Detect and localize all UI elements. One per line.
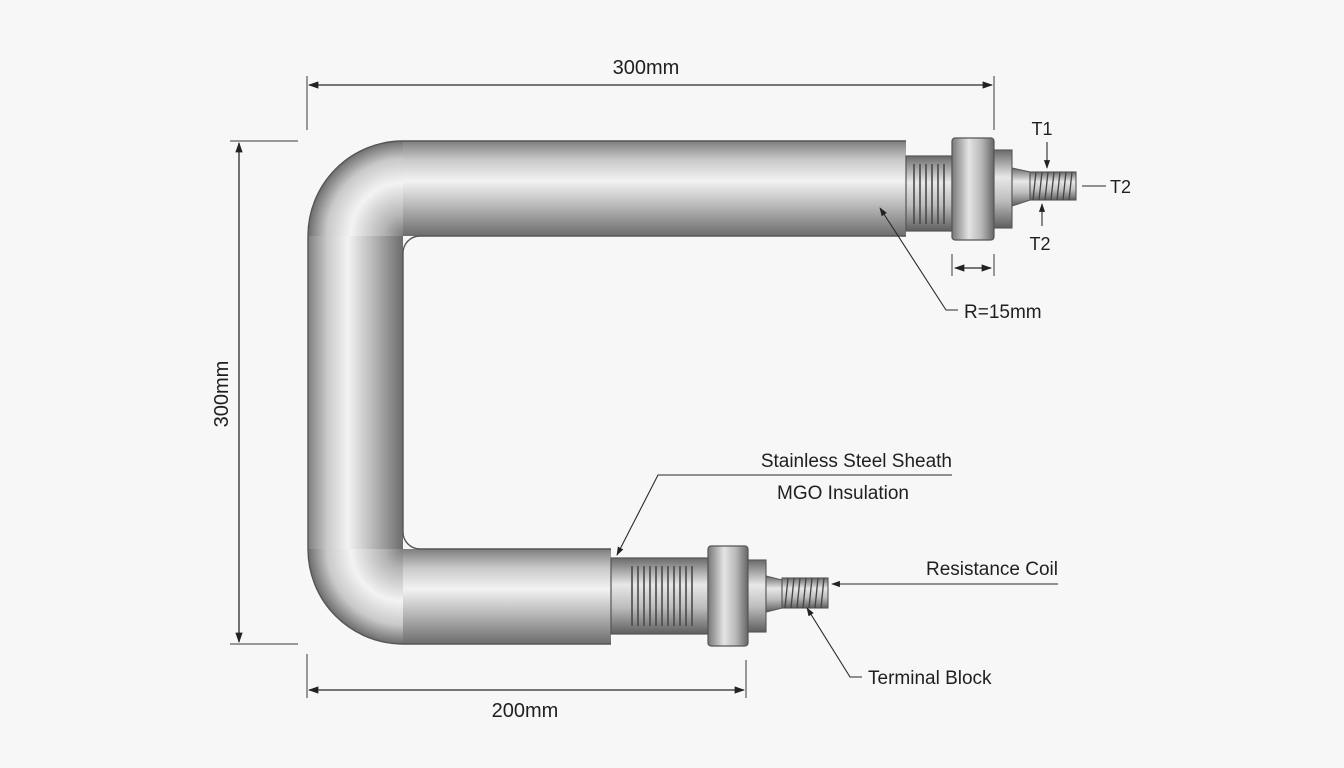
t2-right-label: T2 xyxy=(1110,177,1131,197)
bottom-terminal-nut xyxy=(707,545,749,647)
top-terminal-nut xyxy=(951,137,995,241)
t1-label: T1 xyxy=(1031,119,1052,139)
bend-radius-label: R=15mm xyxy=(964,302,1042,323)
stainless-steel-sheath xyxy=(307,140,906,645)
top-coil-grooves xyxy=(913,164,945,224)
sheath-leader xyxy=(616,474,952,556)
vertical-pipe-segment xyxy=(308,234,403,551)
top-bend xyxy=(308,141,403,236)
left-height-label: 300mm xyxy=(211,361,233,428)
bottom-terminal-collar xyxy=(747,559,767,633)
coil-callout-label: Resistance Coil xyxy=(926,559,1058,580)
sheath-callout-label: Stainless Steel Sheath xyxy=(761,451,952,472)
top-terminal-assembly xyxy=(905,137,1077,241)
terminal-callout-label: Terminal Block xyxy=(868,668,992,689)
bottom-terminal-assembly xyxy=(610,545,829,647)
top-terminal-collar xyxy=(993,149,1013,229)
top-coil-housing xyxy=(905,155,953,232)
bottom-pipe-segment xyxy=(403,549,611,644)
bottom-bend xyxy=(308,549,403,644)
top-pipe-segment xyxy=(403,141,906,236)
bottom-coil-grooves xyxy=(631,566,693,626)
top-width-label: 300mm xyxy=(613,57,680,79)
sheath-outline xyxy=(307,140,906,645)
t2-below-label: T2 xyxy=(1029,234,1050,254)
bottom-width-dimension xyxy=(306,654,747,698)
bottom-stud-threads xyxy=(784,577,825,609)
bottom-width-label: 200mm xyxy=(492,700,559,722)
terminal-leader xyxy=(806,607,862,678)
bottom-terminal-neck xyxy=(765,575,783,613)
top-stud-threads xyxy=(1032,171,1073,201)
leader-lines xyxy=(616,142,1106,678)
left-height-dimension xyxy=(230,140,298,645)
insulation-callout-label: MGO Insulation xyxy=(777,483,909,504)
radius-leader xyxy=(879,207,958,311)
bottom-coil-housing xyxy=(610,557,709,635)
nut-width-dimension xyxy=(951,254,995,276)
top-terminal-neck xyxy=(1011,167,1031,207)
top-width-dimension xyxy=(306,76,995,130)
